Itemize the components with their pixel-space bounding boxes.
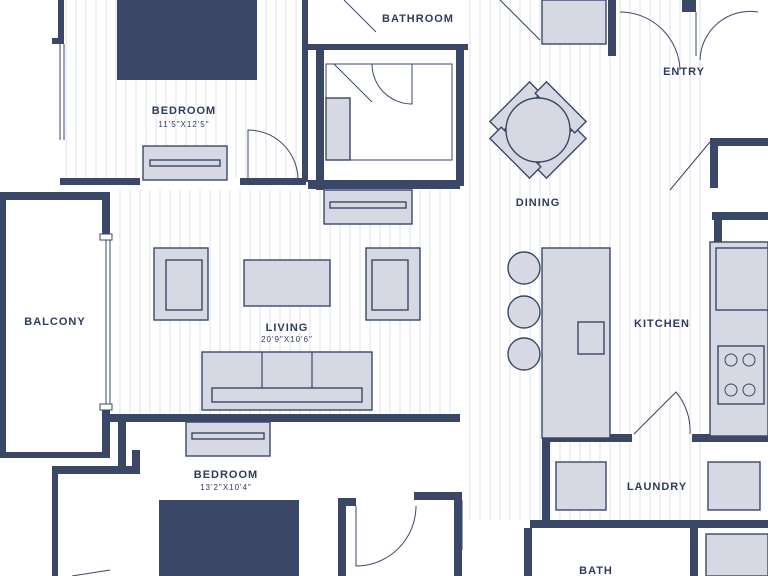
balcony-rail xyxy=(59,44,113,411)
stove xyxy=(717,345,765,405)
label-bath: BATH xyxy=(579,565,613,576)
bed-bottom xyxy=(159,500,299,576)
size-bedroom-bottom: 13'2"X10'4" xyxy=(200,483,252,492)
label-bathroom: BATHROOM xyxy=(382,13,454,25)
washer xyxy=(555,461,607,511)
size-living: 20'9"X10'6" xyxy=(261,335,313,344)
size-bedroom-top: 11'5"X12'5" xyxy=(158,120,209,129)
bath-tub-bottom xyxy=(705,533,768,576)
label-laundry: LAUNDRY xyxy=(627,481,687,493)
dining-table xyxy=(488,80,588,180)
bar-stools xyxy=(507,251,541,371)
coffee-table xyxy=(243,259,331,307)
label-entry: ENTRY xyxy=(663,66,705,78)
label-dining: DINING xyxy=(516,197,561,209)
fridge xyxy=(715,247,768,311)
bathroom-vanity xyxy=(541,0,607,45)
label-bedroom-top: BEDROOM xyxy=(152,105,216,117)
label-balcony: BALCONY xyxy=(24,316,85,328)
tub-top xyxy=(325,63,453,161)
doors xyxy=(71,0,759,576)
label-living: LIVING xyxy=(266,322,309,334)
dryer xyxy=(707,461,761,511)
shower xyxy=(325,97,351,161)
label-kitchen: KITCHEN xyxy=(634,318,690,330)
label-bedroom-bottom: BEDROOM xyxy=(194,469,258,481)
bed-top xyxy=(117,0,257,80)
sink xyxy=(577,321,605,355)
